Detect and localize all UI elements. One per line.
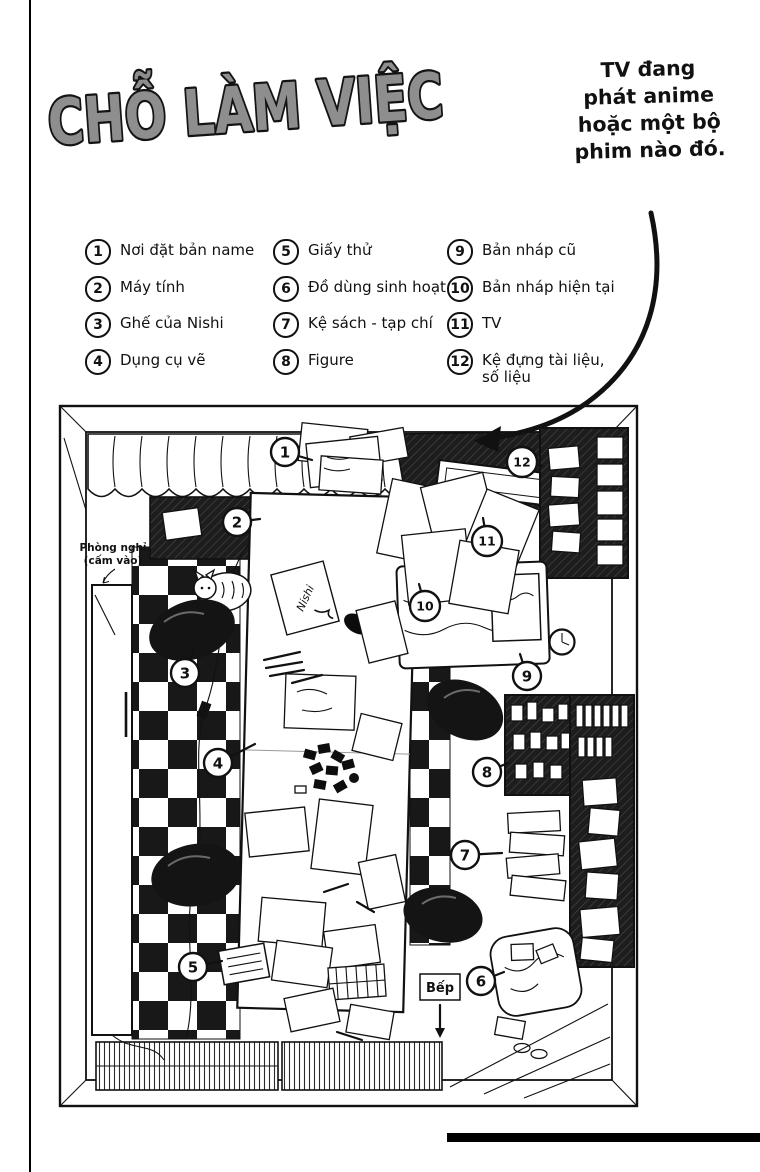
legend-label: Kệ đựng tài liệu, số liệu bbox=[482, 350, 605, 386]
legend-item-1: 1 Nơi đặt bản name bbox=[85, 239, 254, 266]
legend-item-7: 7 Kệ sách - tạp chí bbox=[273, 312, 446, 339]
page-border-left bbox=[29, 0, 31, 1172]
figure-shelf bbox=[504, 694, 579, 796]
tatami-mats bbox=[95, 1041, 443, 1091]
legend: 1 Nơi đặt bản name 2 Máy tính 3 Ghế của … bbox=[85, 239, 725, 389]
daily-necessities bbox=[489, 927, 583, 1017]
book-shelf bbox=[569, 694, 635, 968]
svg-text:2: 2 bbox=[232, 514, 242, 532]
chair-bottom-left bbox=[151, 843, 241, 907]
legend-label: Kệ sách - tạp chí bbox=[308, 314, 433, 332]
legend-number-badge: 11 bbox=[447, 312, 473, 338]
svg-text:6: 6 bbox=[476, 973, 486, 991]
wall-clock bbox=[548, 628, 576, 656]
rest-room-label-line2: (cấm vào) bbox=[84, 554, 143, 567]
svg-text:8: 8 bbox=[482, 764, 492, 782]
note-line: phim nào đó. bbox=[574, 136, 726, 165]
svg-text:10: 10 bbox=[416, 599, 434, 614]
legend-item-12: 12 Kệ đựng tài liệu, số liệu bbox=[447, 348, 615, 387]
document-shelf bbox=[539, 427, 629, 579]
legend-number-badge: 4 bbox=[85, 348, 111, 375]
magazine-pile bbox=[505, 809, 567, 902]
nishi-chair bbox=[149, 599, 235, 661]
legend-number-badge: 2 bbox=[85, 275, 111, 302]
rest-room-label: Phòng nghỉ (cấm vào) bbox=[79, 542, 147, 584]
legend-item-11: 11 TV bbox=[447, 312, 615, 339]
legend-number-badge: 10 bbox=[447, 275, 473, 302]
legend-number-badge: 3 bbox=[85, 312, 111, 338]
legend-label: Máy tính bbox=[120, 277, 185, 296]
marker-8: 8 bbox=[471, 756, 510, 788]
tv-note: TV đang phát anime hoặc một bộ phim nào … bbox=[545, 53, 754, 167]
legend-item-2: 2 Máy tính bbox=[85, 275, 254, 303]
kitchen-label: Bếp bbox=[419, 973, 461, 1038]
legend-label: Nơi đặt bản name bbox=[120, 241, 255, 259]
legend-number-badge: 6 bbox=[273, 275, 299, 302]
legend-label: TV bbox=[482, 314, 502, 332]
legend-item-6: 6 Đồ dùng sinh hoạt bbox=[273, 275, 446, 303]
legend-label: Dụng cụ vẽ bbox=[120, 350, 206, 369]
svg-text:1: 1 bbox=[280, 444, 290, 462]
marker-5: 5 bbox=[177, 951, 224, 983]
legend-label: Đồ dùng sinh hoạt bbox=[308, 277, 446, 296]
marker-3: 3 bbox=[169, 648, 201, 689]
marker-6: 6 bbox=[465, 965, 506, 997]
legend-number-badge: 12 bbox=[447, 348, 473, 375]
legend-label: Giấy thử bbox=[308, 241, 372, 259]
kitchen-floor bbox=[449, 1003, 611, 1099]
legend-item-8: 8 Figure bbox=[273, 348, 446, 376]
floor-papers bbox=[270, 939, 395, 1042]
legend-item-3: 3 Ghế của Nishi bbox=[85, 312, 254, 339]
legend-item-10: 10 Bản nháp hiện tại bbox=[447, 275, 615, 303]
legend-number-badge: 8 bbox=[273, 348, 299, 375]
marker-12: 12 bbox=[505, 445, 544, 479]
marker-11: 11 bbox=[470, 516, 504, 558]
page-title-block: CHỖ LÀM VIỆC bbox=[43, 48, 448, 162]
svg-text:4: 4 bbox=[213, 755, 223, 773]
page-title: CHỖ LÀM VIỆC bbox=[45, 50, 446, 159]
svg-text:9: 9 bbox=[522, 668, 532, 686]
legend-item-5: 5 Giấy thử bbox=[273, 239, 446, 266]
legend-column-2: 5 Giấy thử 6 Đồ dùng sinh hoạt 7 Kệ sách… bbox=[273, 239, 446, 385]
name-board bbox=[297, 421, 409, 495]
legend-number-badge: 5 bbox=[273, 239, 299, 265]
rest-room-door bbox=[91, 584, 165, 1061]
marker-9: 9 bbox=[511, 652, 543, 692]
svg-text:11: 11 bbox=[478, 534, 495, 549]
test-paper-notebook bbox=[217, 942, 271, 986]
desk-items bbox=[244, 600, 409, 971]
svg-text:3: 3 bbox=[180, 665, 190, 683]
legend-label: Bản nháp cũ bbox=[482, 241, 577, 259]
marker-4: 4 bbox=[202, 742, 257, 779]
legend-item-9: 9 Bản nháp cũ bbox=[447, 239, 615, 266]
rest-room-label-line1: Phòng nghỉ bbox=[79, 542, 146, 554]
legend-number-badge: 9 bbox=[447, 239, 473, 265]
svg-text:5: 5 bbox=[188, 959, 198, 977]
marker-7: 7 bbox=[449, 839, 504, 871]
marker-10: 10 bbox=[408, 582, 442, 623]
svg-text:12: 12 bbox=[513, 455, 530, 470]
marker-1: 1 bbox=[269, 436, 314, 468]
nishi-paper: Nishi bbox=[270, 560, 340, 636]
svg-text:7: 7 bbox=[460, 847, 470, 865]
legend-label: Figure bbox=[308, 350, 354, 369]
legend-column-1: 1 Nơi đặt bản name 2 Máy tính 3 Ghế của … bbox=[85, 239, 254, 385]
page-border-bottom-right bbox=[447, 1133, 760, 1142]
kitchen-label-text: Bếp bbox=[426, 981, 454, 996]
legend-label: Ghế của Nishi bbox=[120, 314, 224, 332]
legend-column-3: 9 Bản nháp cũ 10 Bản nháp hiện tại 11 TV… bbox=[447, 239, 615, 396]
legend-number-badge: 1 bbox=[85, 239, 111, 265]
chair-near-bed bbox=[426, 679, 504, 741]
marker-2: 2 bbox=[221, 506, 262, 538]
chair-bottom-center bbox=[403, 887, 483, 943]
room-diagram: Nishi bbox=[58, 404, 639, 1108]
legend-item-4: 4 Dụng cụ vẽ bbox=[85, 348, 254, 376]
legend-number-badge: 7 bbox=[273, 312, 299, 338]
legend-label: Bản nháp hiện tại bbox=[482, 277, 615, 296]
